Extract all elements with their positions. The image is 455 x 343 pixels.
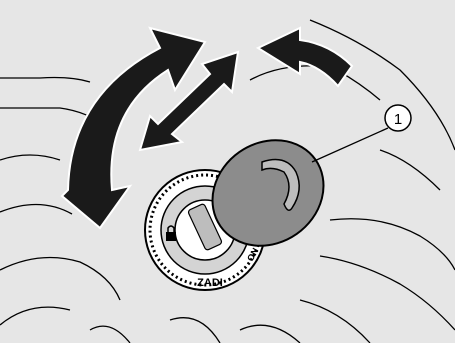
right-arrow-icon xyxy=(258,28,352,86)
callout-label: 1 xyxy=(394,111,402,128)
lock-brand-label: ZADI xyxy=(197,277,223,289)
callout-1: 1 xyxy=(312,105,411,162)
